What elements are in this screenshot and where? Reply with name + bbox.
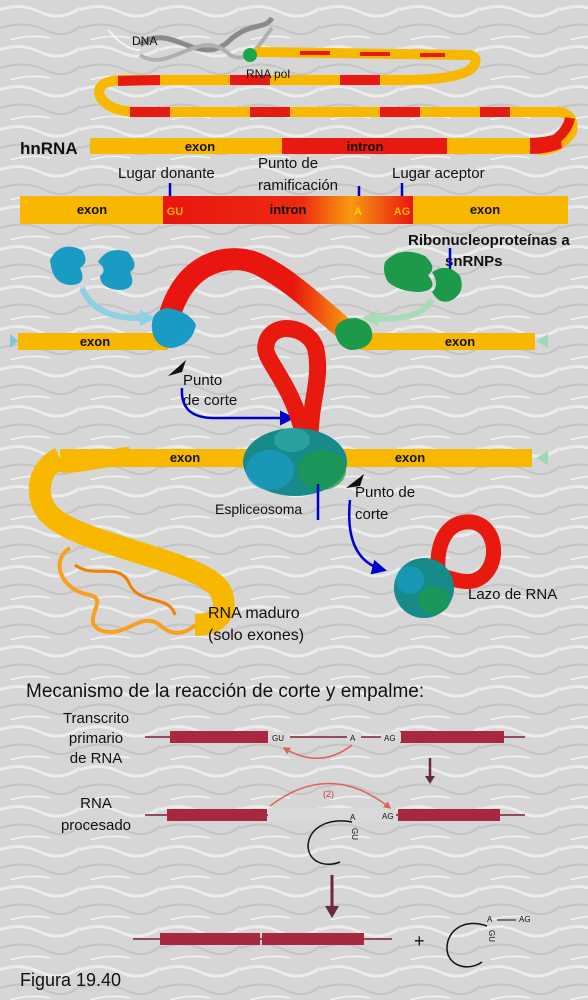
spl-exon-left-label: exon <box>170 450 200 465</box>
cut-point-2-label-2: corte <box>355 506 388 523</box>
rna-pol-label: RNA pol <box>246 67 290 81</box>
step1-arrow <box>282 744 353 760</box>
ag-label: AG <box>394 206 411 218</box>
cut-point-1-label-2: de corte <box>183 392 237 409</box>
final-exon-1 <box>160 933 260 945</box>
intron-arch <box>154 248 356 341</box>
mature-rna-label-2: (solo exones) <box>208 627 304 644</box>
gu-label: GU <box>167 206 184 218</box>
processed-lariat <box>307 820 353 866</box>
branch-point-label-1: Punto de <box>258 155 318 172</box>
cut-point-2-marker <box>346 474 364 488</box>
final-gu: GU <box>487 930 496 942</box>
hnrna-exon-label: exon <box>185 139 215 154</box>
snrnp-exon-right <box>360 333 535 350</box>
step2-arrow <box>269 782 392 809</box>
acceptor-site-label: Lugar aceptor <box>392 165 485 182</box>
snrnp-exon-left <box>18 333 168 350</box>
snrnp-label-2: snRNPs <box>445 253 503 270</box>
hnrna-intron <box>282 138 447 154</box>
processed-exon-1 <box>167 809 267 821</box>
snrnp-section: Ribonucleoproteínas a snRNPs exon exon P… <box>10 232 570 426</box>
processed-ag: AG <box>382 812 394 821</box>
transcript-exon-2 <box>400 731 504 743</box>
rna-lariat <box>430 514 501 589</box>
final-a: A <box>487 915 493 924</box>
lariat-loop <box>257 320 327 442</box>
mature-rna-label-1: RNA maduro <box>208 605 300 622</box>
transcript-a: A <box>350 734 356 743</box>
dna-label: DNA <box>132 34 157 48</box>
rna-pol-dot <box>243 48 257 62</box>
branch-point-label-2: ramificación <box>258 177 338 194</box>
step2-label: (2) <box>323 789 334 799</box>
cut-point-2-label-1: Punto de <box>355 484 415 501</box>
spl-exon-right-label: exon <box>395 450 425 465</box>
transcript-exon-1 <box>170 731 268 743</box>
snrnp-blue-2 <box>98 249 135 290</box>
snrnp-green-1 <box>384 251 433 292</box>
snrnp-exon-left-label: exon <box>80 334 110 349</box>
blue-bind-arrow <box>79 286 146 322</box>
snrnp-label-1: Ribonucleoproteínas a <box>408 232 570 249</box>
cut-point-1-marker <box>168 360 186 376</box>
processed-label-2: procesado <box>61 817 131 834</box>
mechanism-section: Mecanismo de la reacción de corte y empa… <box>26 681 531 968</box>
final-exon-2 <box>262 933 364 945</box>
site-exon-left-label: exon <box>77 202 107 217</box>
snrnp-bound-green <box>335 318 373 350</box>
rna-lariat-label: Lazo de RNA <box>468 586 557 603</box>
mechanism-title: Mecanismo de la reacción de corte y empa… <box>26 681 424 702</box>
transcription-section: DNA RNA pol hnRNA exon intron <box>20 16 578 158</box>
processed-a: A <box>350 813 356 822</box>
mature-rna-tail <box>57 546 197 635</box>
final-ag: AG <box>519 915 531 924</box>
snrnp-bound-blue <box>151 308 196 348</box>
mature-rna-strand <box>28 448 235 636</box>
processed-exon-2 <box>398 809 500 821</box>
pre-mrna-intron <box>163 196 413 224</box>
transcript-gu: GU <box>272 734 284 743</box>
cut-point-1-label-1: Punto <box>183 372 222 389</box>
transcript-label-3: de RNA <box>70 750 123 767</box>
spliceosome-label: Espliceosoma <box>215 501 302 517</box>
donor-site-label: Lugar donante <box>118 165 215 182</box>
spl-exon-right <box>330 449 532 467</box>
snrnp-exon-right-label: exon <box>445 334 475 349</box>
processed-gu: GU <box>350 828 359 840</box>
splice-sites-section: Lugar donante Punto de ramificación Luga… <box>20 155 568 224</box>
figure-label: Figura 19.40 <box>20 970 121 990</box>
a-label: A <box>354 206 362 218</box>
snrnp-green-2 <box>432 267 462 302</box>
green-bind-arrow <box>371 298 435 322</box>
plus-sign: + <box>414 931 425 951</box>
site-intron-label: intron <box>270 202 307 217</box>
transcript-label-2: primario <box>69 730 123 747</box>
spl-exon-left <box>60 449 265 467</box>
hnrna-label: hnRNA <box>20 139 78 158</box>
cut-point-2-arrow <box>348 499 387 575</box>
transcript-label-1: Transcrito <box>63 710 129 727</box>
site-exon-right-label: exon <box>470 202 500 217</box>
snrnp-blue-1 <box>50 246 86 285</box>
spliceosome-section: exon exon Espliceosoma Punto de corte La… <box>28 320 557 644</box>
processed-label-1: RNA <box>80 795 112 812</box>
hnrna-intron-label: intron <box>347 139 384 154</box>
final-lariat <box>446 922 488 968</box>
transcript-ag: AG <box>384 734 396 743</box>
cut-point-1-arrow <box>180 387 295 426</box>
